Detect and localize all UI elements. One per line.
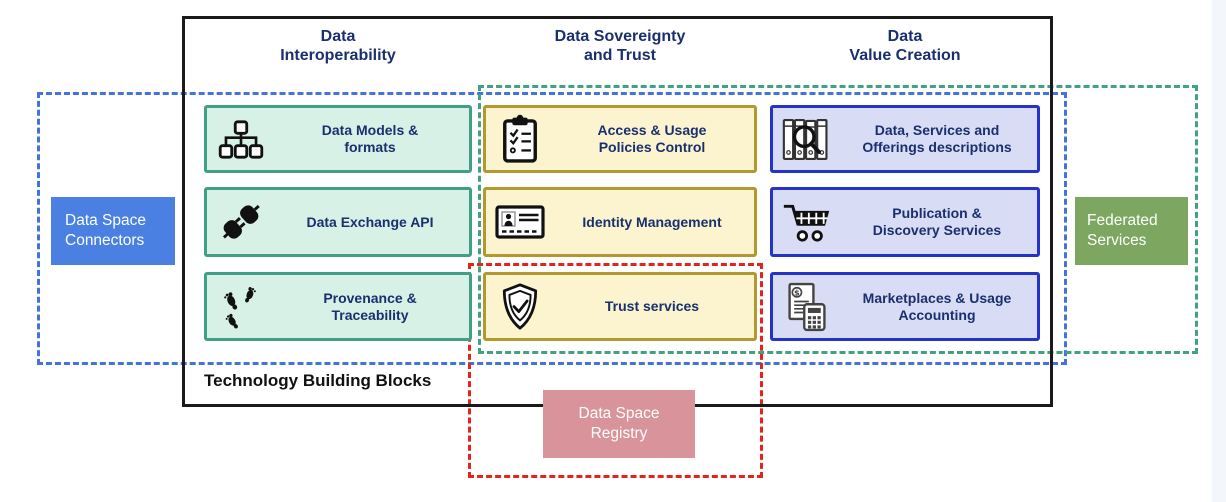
column-header-interoperability: Data Interoperability <box>280 28 396 64</box>
clipboard-checklist-icon <box>486 114 546 164</box>
federated-dashed-region <box>478 85 1198 354</box>
block-publication-discovery: Publication & Discovery Services <box>770 187 1040 257</box>
hierarchy-icon <box>207 119 267 160</box>
block-label: Marketplaces & Usage Accounting <box>862 289 1012 323</box>
block-label: Data, Services and Offerings description… <box>862 122 1012 155</box>
column-header-sovereignty: Data Sovereignty and Trust <box>554 28 686 64</box>
block-provenance-traceability: Provenance & Traceability <box>204 272 472 341</box>
invoice-calculator-icon: $ <box>773 282 833 332</box>
block-label: Data Exchange API <box>306 213 434 230</box>
svg-text:$: $ <box>794 287 800 297</box>
page-edge-band <box>1212 0 1226 502</box>
shield-check-icon <box>486 282 546 331</box>
column-header-value-creation: Data Value Creation <box>849 28 961 64</box>
data-space-connectors-label: Data Space Connectors <box>51 197 175 265</box>
block-data-models-formats: Data Models & formats <box>204 105 472 173</box>
block-identity-management: Identity Management <box>483 187 757 257</box>
block-access-usage-policies: Access & Usage Policies Control <box>483 105 757 173</box>
plug-icon <box>207 199 267 245</box>
data-space-registry-label: Data Space Registry <box>543 390 695 458</box>
block-marketplaces-accounting: $ Marketplaces & Usage Accounting <box>770 272 1040 341</box>
block-trust-services: Trust services <box>483 272 757 341</box>
technology-building-blocks-label: Technology Building Blocks <box>204 371 432 390</box>
shopping-cart-icon <box>773 201 833 244</box>
block-data-exchange-api: Data Exchange API <box>204 187 472 257</box>
books-search-icon <box>773 117 833 162</box>
block-label: Trust services <box>604 298 700 314</box>
footprints-icon <box>207 283 267 331</box>
block-label: Publication & Discovery Services <box>872 205 1002 238</box>
federated-services-label: Federated Services <box>1075 197 1188 265</box>
block-label: Access & Usage Policies Control <box>597 122 707 155</box>
registry-dashed-region <box>468 263 763 478</box>
block-label: Data Models & formats <box>321 122 419 155</box>
block-label: Identity Management <box>582 213 722 230</box>
block-data-services-offerings: Data, Services and Offerings description… <box>770 105 1040 173</box>
block-label: Provenance & Traceability <box>323 289 417 323</box>
id-card-icon <box>486 202 546 242</box>
connectors-dashed-region <box>37 92 1067 365</box>
